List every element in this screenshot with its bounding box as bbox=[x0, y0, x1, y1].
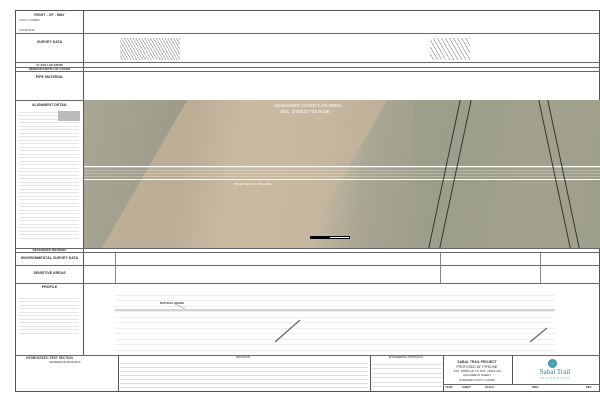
title-divider bbox=[443, 384, 600, 385]
survey-data-stations bbox=[430, 38, 470, 60]
row-divider bbox=[15, 248, 600, 249]
legend-list bbox=[19, 109, 79, 239]
pipeline-corridor bbox=[84, 166, 600, 180]
sabal-trail-logo-icon bbox=[548, 359, 557, 368]
block-divider bbox=[370, 355, 371, 392]
crossing-label bbox=[529, 327, 548, 343]
right-of-way-header: RIGHT - OF - WAY bbox=[34, 13, 65, 17]
block-divider bbox=[512, 355, 513, 384]
legend-swatch bbox=[58, 111, 80, 121]
county-label: SUWANNEE COUNTY, FLORIDA bbox=[274, 103, 342, 108]
pipe-material-header: PIPE MATERIAL bbox=[35, 75, 64, 79]
tract-number-label: TRACT NUMBER bbox=[19, 19, 40, 22]
station-marker bbox=[540, 253, 541, 283]
row-divider bbox=[15, 265, 600, 266]
sheet-label: SHEET: bbox=[462, 386, 472, 389]
section-label: SEC. 3/4/9/10 T3S R14E bbox=[280, 109, 330, 114]
row-divider bbox=[15, 71, 600, 72]
profile-grid bbox=[115, 290, 555, 352]
title-line4: ALIGNMENT SHEET bbox=[462, 373, 492, 377]
title-line3: STA. 15851+00 TO STA. 15904+00 bbox=[453, 369, 501, 373]
station-marker bbox=[115, 253, 116, 283]
left-column-divider bbox=[83, 10, 84, 355]
row-divider bbox=[15, 33, 600, 34]
env-survey-header: ENVIRONMENTAL SURVEY DATA bbox=[20, 256, 79, 260]
ownership-label: OWNERSHIP bbox=[19, 29, 35, 32]
aerial-map: SUWANNEE COUNTY, FLORIDA SEC. 3/4/9/10 T… bbox=[84, 100, 600, 248]
approvals-header: ENGINEERING APPROVALS bbox=[388, 356, 424, 359]
alignment-detail-header: ALIGNMENT DETAIL bbox=[31, 103, 68, 107]
natural-grade-label: NATURAL GRADE bbox=[160, 301, 185, 305]
class-location-header: CLASS LOCATION bbox=[36, 62, 63, 67]
year-label: YEAR: bbox=[445, 386, 454, 389]
block-divider bbox=[118, 355, 119, 392]
approvals-table bbox=[372, 360, 442, 388]
logo-name: Sabal Trail bbox=[539, 368, 571, 376]
reference-drawing-header: REFERENCE DRAWING bbox=[32, 248, 67, 253]
dwg-label: DWG. bbox=[532, 386, 540, 389]
logo-sub: TRANSMISSION bbox=[539, 377, 571, 380]
profile-legend bbox=[19, 295, 79, 335]
profile-chart bbox=[115, 303, 555, 343]
row-divider bbox=[15, 67, 600, 68]
row-divider bbox=[15, 252, 600, 253]
leader-line bbox=[174, 303, 186, 310]
profile-header: PROFILE bbox=[41, 285, 58, 289]
hydrostatic-header: HYDROSTATIC TEST SECTION bbox=[26, 356, 73, 360]
row-divider bbox=[15, 283, 600, 284]
scale-label: SCALE: bbox=[485, 386, 495, 389]
crossing-label bbox=[274, 319, 301, 343]
rev-label: REV. bbox=[586, 386, 592, 389]
survey-data-header: SURVEY DATA bbox=[36, 40, 63, 44]
woodland bbox=[414, 100, 600, 248]
scale-bar bbox=[310, 236, 350, 239]
reference-drawings-header: REFERENCE DRAWINGS bbox=[49, 361, 81, 364]
sensitive-areas-header: SENSITIVE AREAS bbox=[33, 271, 66, 275]
row-divider bbox=[15, 62, 600, 63]
county-line: SUWANNEE COUNTY, FLORIDA bbox=[459, 379, 495, 382]
survey-data-stations bbox=[120, 38, 180, 60]
station-marker bbox=[440, 253, 441, 283]
project-title: SABAL TRAIL PROJECT bbox=[457, 360, 497, 364]
title-line2: PROPOSED 36" PIPELINE bbox=[456, 364, 498, 369]
revisions-table bbox=[120, 360, 368, 390]
min-depth-header: MINIMUM DEPTH OF COVER bbox=[29, 67, 70, 72]
revisions-header: REVISIONS bbox=[235, 356, 251, 359]
block-divider bbox=[443, 355, 444, 392]
pipeline-label: PROPOSED 36" PIPELINE bbox=[234, 182, 271, 186]
row-divider bbox=[15, 355, 600, 356]
